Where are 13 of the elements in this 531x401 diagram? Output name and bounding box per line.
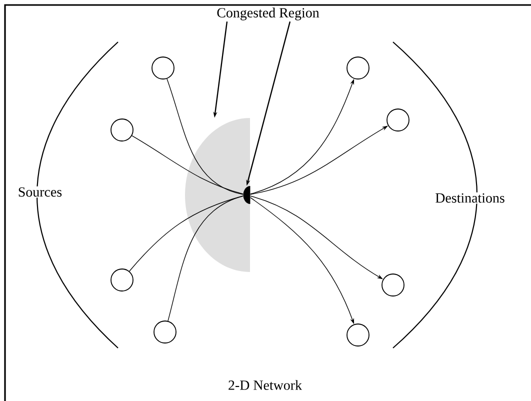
congested-region <box>185 118 250 272</box>
node-circle <box>382 274 404 296</box>
region-label: Sources <box>16 186 64 198</box>
node-circle <box>386 108 410 132</box>
region-label: 2-D Network <box>227 379 303 391</box>
node-circle <box>110 118 134 142</box>
node-circle <box>346 324 370 346</box>
node-circle <box>346 56 370 80</box>
region-label: Destinations <box>434 192 506 204</box>
node-circle <box>152 56 174 80</box>
node-circle <box>110 268 134 292</box>
region-label: Congested Region <box>217 8 320 20</box>
node-circle <box>154 320 176 344</box>
